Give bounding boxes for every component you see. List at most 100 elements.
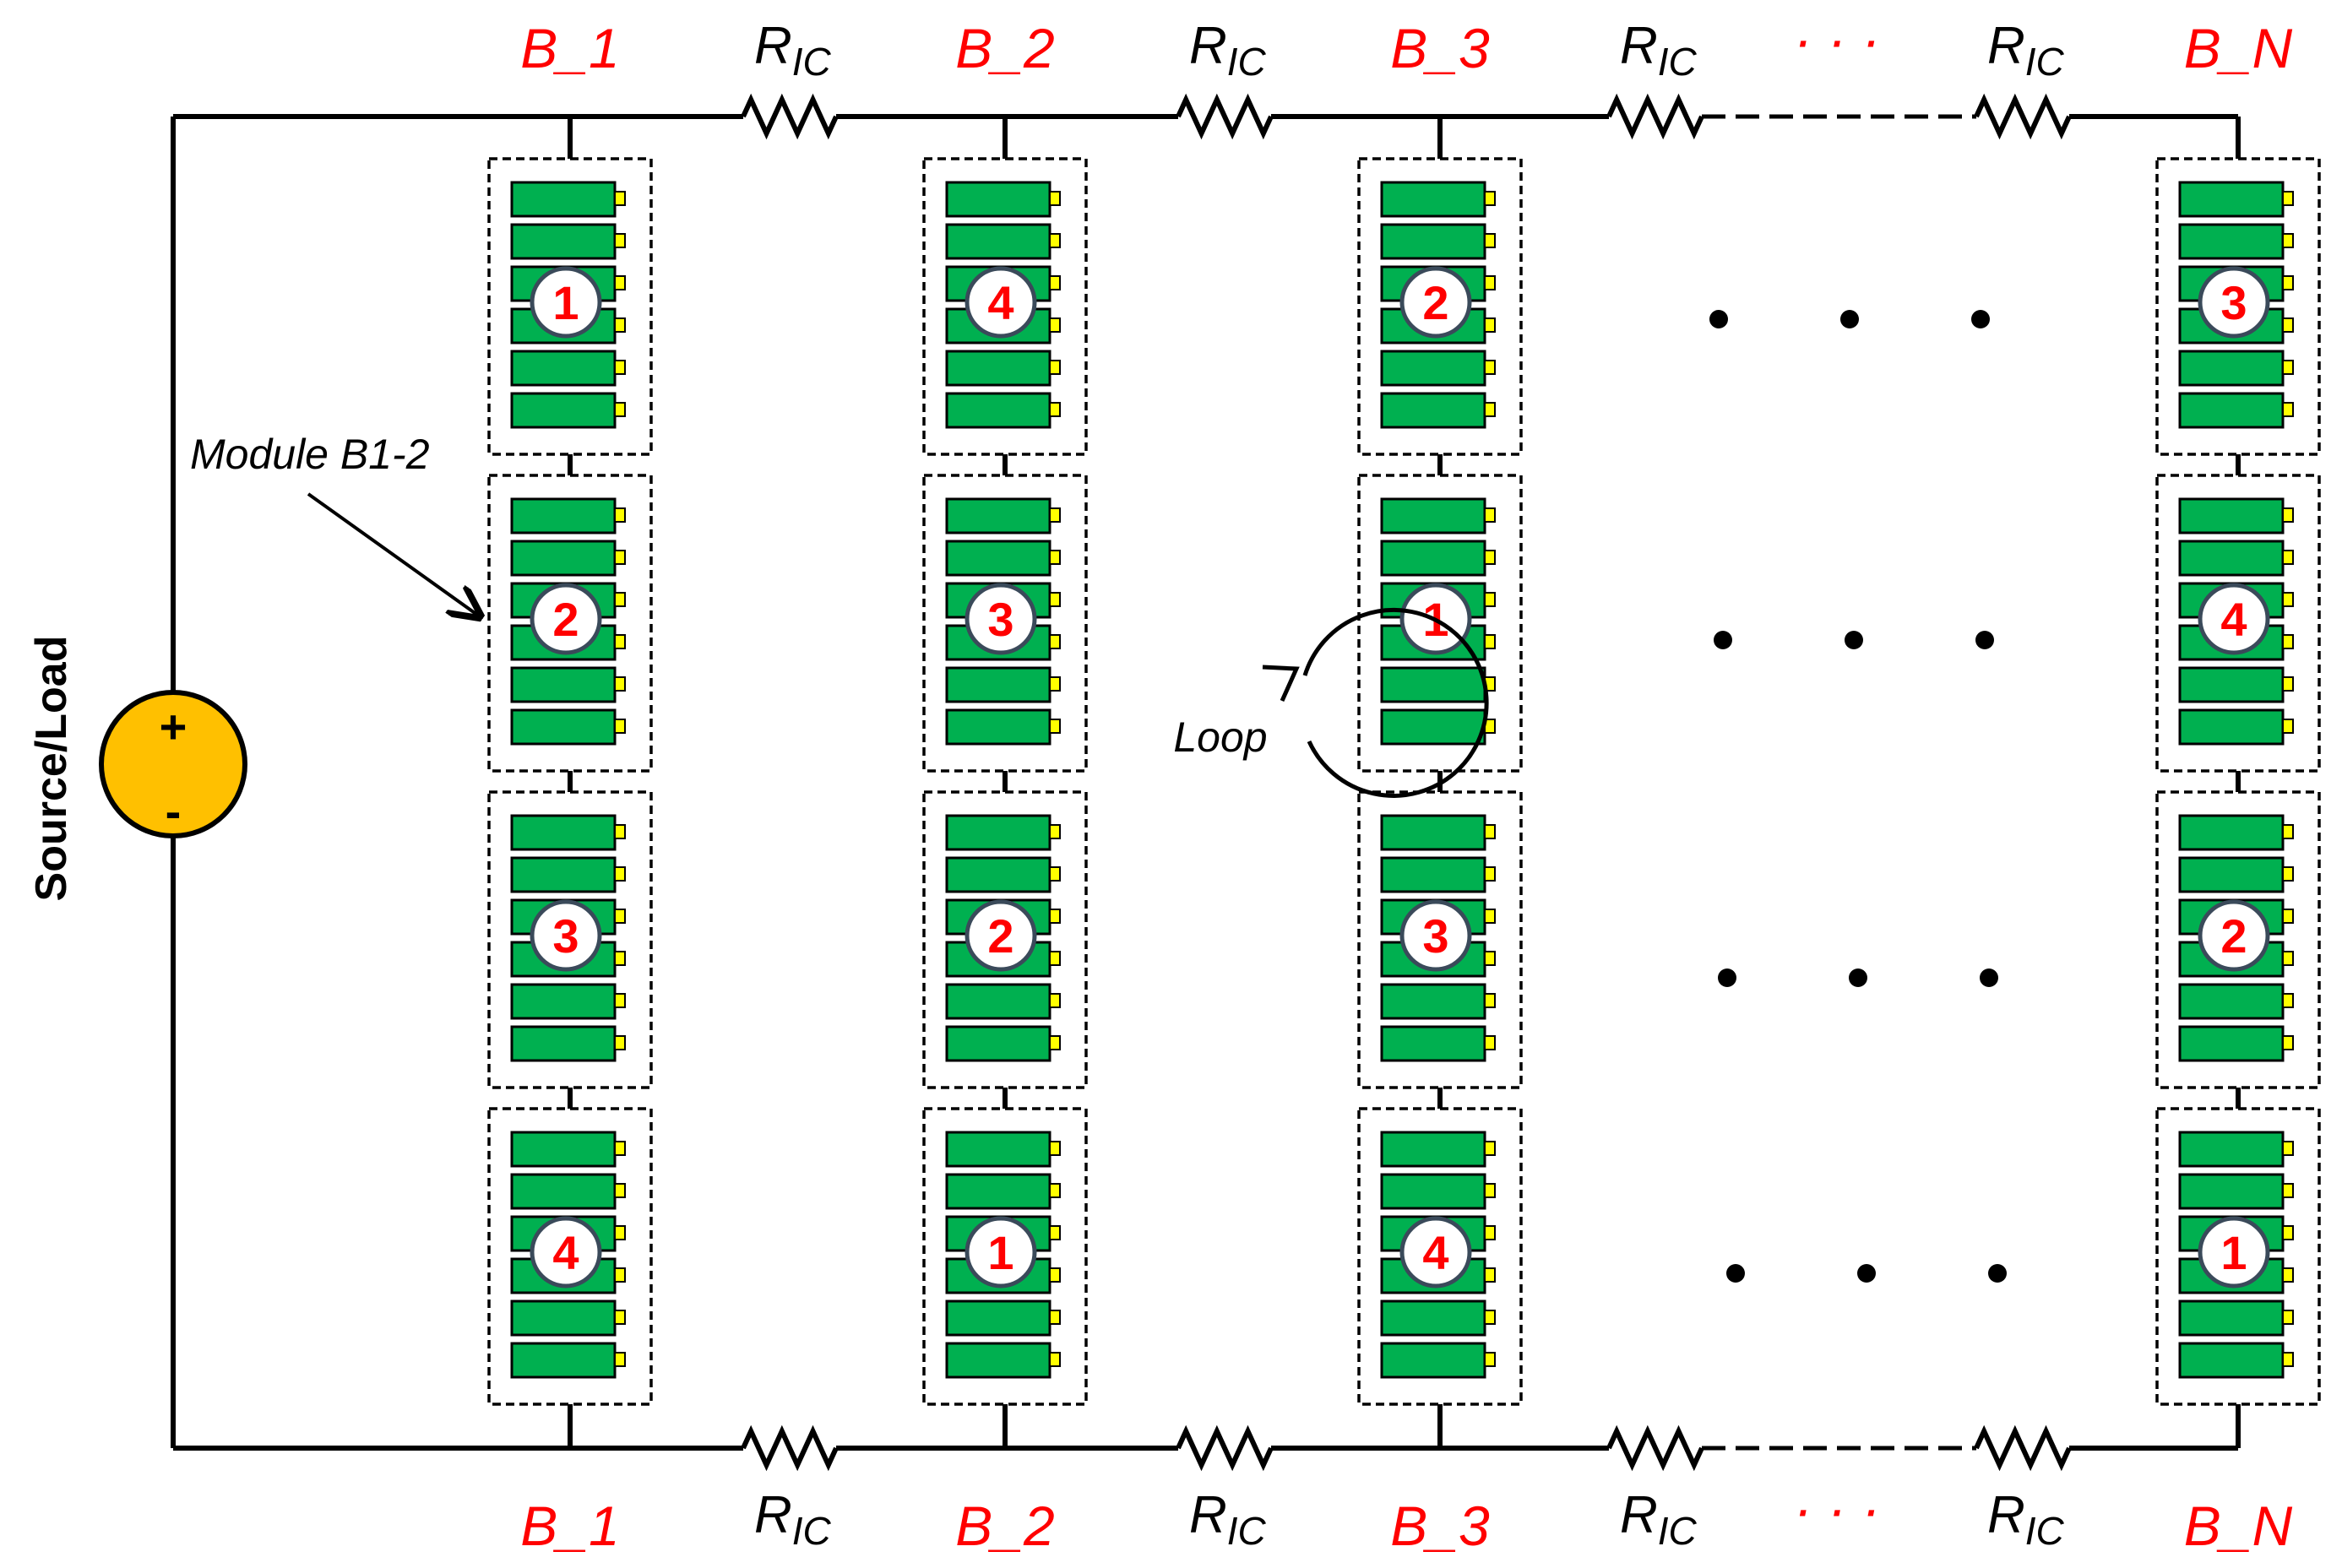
cell-terminal (614, 634, 626, 649)
circuit-wires (171, 114, 2238, 1451)
cell-terminal (1484, 1352, 1496, 1367)
cell-terminal (1049, 1035, 1061, 1050)
cell-terminal (1484, 1035, 1496, 1050)
module-number: 3 (552, 909, 579, 963)
cell-terminal (1049, 866, 1061, 882)
cell-terminal (1049, 634, 1061, 649)
battery-module: 3 (1357, 790, 1523, 1089)
cell-terminal (1049, 993, 1061, 1008)
module-number: 1 (987, 1226, 1013, 1279)
module-number-badge (965, 1216, 1037, 1289)
cell-terminal (1049, 824, 1061, 839)
cell-icon (510, 1299, 617, 1337)
cell-terminal (614, 402, 626, 417)
cell-icon (510, 181, 617, 218)
resistor-label: RIC (754, 17, 832, 84)
cell-terminal (2282, 993, 2294, 1008)
dot-icon (1726, 1264, 1745, 1283)
cell-terminal (1049, 233, 1061, 248)
cell-terminal (614, 360, 626, 375)
cell-terminal (1049, 191, 1061, 206)
plus-sign: + (160, 700, 187, 753)
cell-icon (2178, 181, 2285, 218)
loop-arrowhead-icon (1262, 665, 1300, 703)
cell-terminal (1484, 824, 1496, 839)
cell-terminal (614, 233, 626, 248)
module-number-badge (2198, 899, 2270, 972)
cell-terminal (1484, 1267, 1496, 1283)
cell-terminal (1049, 909, 1061, 924)
cell-icon (1380, 1173, 1486, 1210)
cell-terminal (614, 719, 626, 734)
dot-icon (1709, 310, 1728, 328)
resistor-label: RIC (754, 1486, 832, 1553)
cell-terminal (1049, 360, 1061, 375)
module-number: 3 (987, 593, 1013, 646)
cell-icon (2178, 666, 2285, 703)
resistor-label: RIC (1620, 17, 1698, 84)
module-number: 2 (552, 593, 579, 646)
cell-icon (945, 540, 1051, 577)
resistor-icon (1606, 93, 1704, 140)
resistor-label: RIC (1189, 17, 1267, 84)
battery-module: 2 (922, 790, 1088, 1089)
cell-icon (510, 666, 617, 703)
cell-icon (510, 1173, 617, 1210)
dot-icon (1975, 631, 1994, 649)
cell-terminal (1049, 1267, 1061, 1283)
module-annotation: Module B1-2 (190, 431, 477, 615)
cell-terminal (1049, 951, 1061, 966)
continuation-dots (1709, 310, 2007, 1283)
cell-terminal (2282, 233, 2294, 248)
resistor-icon (741, 1424, 839, 1472)
cell-terminal (2282, 1310, 2294, 1325)
cell-terminal (2282, 402, 2294, 417)
cell-icon (945, 814, 1051, 851)
cell-icon (2178, 1173, 2285, 1210)
cell-icon (945, 1342, 1051, 1379)
cell-icon (2178, 1342, 2285, 1379)
cell-terminal (614, 676, 626, 692)
dot-icon (1714, 631, 1732, 649)
string-label-bottom: B_1 (520, 1495, 619, 1557)
cell-terminal (1484, 360, 1496, 375)
module-number-badge (965, 266, 1037, 339)
cell-terminal (1049, 592, 1061, 607)
cell-icon (1380, 181, 1486, 218)
cell-terminal (1484, 507, 1496, 523)
dot-icon (1849, 968, 1867, 987)
cell-terminal (1049, 550, 1061, 565)
cell-terminal (614, 275, 626, 290)
cell-icon (510, 392, 617, 429)
cell-icon (1380, 983, 1486, 1020)
cell-terminal (614, 824, 626, 839)
cell-terminal (1049, 1183, 1061, 1198)
cell-icon (510, 856, 617, 893)
cell-terminal (614, 550, 626, 565)
source-icon (99, 690, 247, 838)
cell-terminal (1484, 909, 1496, 924)
battery-string: 4 3 2 1 (922, 117, 1088, 1448)
cell-icon (1380, 223, 1486, 260)
resistor-icon (1974, 1424, 2072, 1472)
cell-terminal (614, 1035, 626, 1050)
cell-icon (510, 350, 617, 387)
module-number: 3 (2220, 276, 2247, 329)
cell-icon (510, 540, 617, 577)
module-number: 4 (987, 276, 1013, 329)
cell-terminal (614, 1352, 626, 1367)
cell-terminal (1049, 317, 1061, 333)
cell-terminal (1049, 719, 1061, 734)
module-number-badge (530, 583, 602, 655)
battery-module: 1 (487, 157, 653, 456)
cell-icon (1380, 856, 1486, 893)
cell-icon (1380, 497, 1486, 534)
battery-module: 3 (922, 474, 1088, 773)
cell-terminal (614, 317, 626, 333)
cell-terminal (2282, 951, 2294, 966)
cell-icon (1380, 540, 1486, 577)
battery-module: 4 (922, 157, 1088, 456)
